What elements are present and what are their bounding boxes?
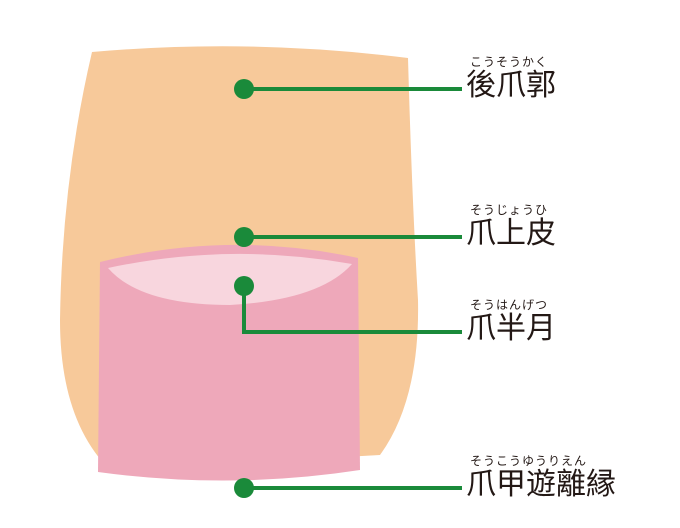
term: 爪上皮 <box>466 216 556 251</box>
marker-dot <box>234 276 254 296</box>
label-proximal-nail-fold: こうそうかく 後爪郭 <box>466 55 556 103</box>
label-cuticle: そうじょうひ 爪上皮 <box>466 203 556 251</box>
reading: そうじょうひ <box>470 203 549 217</box>
nail-plate <box>98 244 360 481</box>
term: 爪甲遊離縁 <box>466 467 616 502</box>
marker-dot <box>234 79 254 99</box>
lunula <box>108 253 352 305</box>
marker-dot <box>234 227 254 247</box>
term: 後爪郭 <box>466 68 556 103</box>
label-lunula: そうはんげつ 爪半月 <box>466 298 556 346</box>
term: 爪半月 <box>466 311 556 346</box>
reading: こうそうかく <box>470 55 549 69</box>
label-free-edge: そうこうゆうりえん 爪甲遊離縁 <box>466 454 616 502</box>
leader-line-lunula <box>242 286 462 334</box>
reading: そうはんげつ <box>470 298 549 312</box>
reading: そうこうゆうりえん <box>470 454 588 468</box>
marker-dot <box>234 478 254 498</box>
